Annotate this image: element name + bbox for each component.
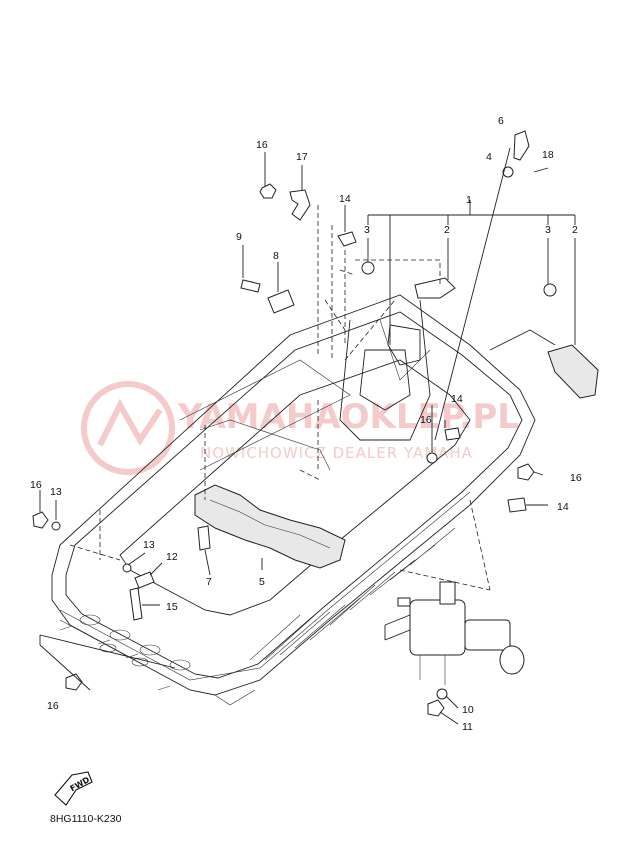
callout-16-left: 16 — [30, 479, 42, 491]
watermark-logo-icon — [81, 381, 175, 475]
callout-16-top: 16 — [256, 139, 268, 151]
callout-13: 13 — [143, 539, 155, 551]
nut-icon — [259, 183, 277, 199]
forward-arrow-icon: FWD — [54, 771, 93, 806]
callout-5: 5 — [259, 576, 265, 588]
frame-body — [51, 294, 536, 706]
steering-unit — [384, 581, 525, 685]
bolt-7-icon — [197, 525, 211, 551]
washer-10-icon — [436, 688, 448, 700]
callout-10: 10 — [462, 704, 474, 716]
callout-13-left: 13 — [50, 486, 62, 498]
diagram-code: 8HG1110-K230 — [50, 813, 122, 825]
nut-16-right-icon — [426, 452, 438, 464]
callout-16-bottom: 16 — [47, 700, 59, 712]
cap-icon — [361, 261, 375, 275]
callout-4: 4 — [486, 151, 492, 163]
bolt-6-icon — [513, 130, 530, 161]
callout-1: 1 — [466, 194, 472, 206]
callout-11: 11 — [462, 721, 473, 733]
callout-17: 17 — [296, 151, 308, 163]
bracket-icon — [267, 289, 295, 314]
bolt-icon — [337, 231, 357, 247]
nut-16-bottom-icon — [65, 673, 83, 691]
callouts: 1 2 2 3 3 4 5 6 7 8 9 10 11 12 13 13 14 … — [30, 115, 582, 733]
callout-14-mid: 14 — [451, 393, 463, 405]
pin-18-icon — [533, 167, 549, 173]
callout-2-right: 2 — [572, 224, 578, 236]
callout-3-right: 3 — [545, 224, 551, 236]
bolt-9-icon — [240, 279, 261, 293]
pad-icon-b — [547, 344, 599, 399]
stud-15-icon — [129, 587, 143, 621]
cap-icon-b — [543, 283, 557, 297]
watermark-logo-mark — [97, 398, 163, 447]
callout-14-top: 14 — [339, 193, 351, 205]
callout-18: 18 — [542, 149, 554, 161]
washer-4-icon — [502, 166, 514, 178]
callout-6: 6 — [498, 115, 504, 127]
hardware — [32, 130, 599, 717]
callout-16-right: 16 — [570, 472, 582, 484]
watermark-subtitle: NOWICHOWICZ DEALER YAMAHA — [200, 444, 473, 462]
nut-16-far-right-icon — [517, 463, 535, 481]
callout-8: 8 — [273, 250, 279, 262]
bolt-12-icon — [134, 571, 155, 589]
callout-9: 9 — [236, 231, 242, 243]
callout-16-mid: 16 — [420, 414, 432, 426]
callout-15: 15 — [166, 601, 178, 613]
clip-icon — [289, 189, 311, 221]
callout-3: 3 — [364, 224, 370, 236]
callout-14-right: 14 — [557, 501, 569, 513]
pad-icon — [414, 277, 456, 299]
callout-12: 12 — [166, 551, 178, 563]
bolt-14-right-icon — [444, 427, 461, 441]
washer-13-icon — [122, 563, 132, 573]
leader-lines — [39, 147, 576, 725]
callout-7: 7 — [206, 576, 212, 588]
bolt-14-far-right-icon — [507, 497, 527, 513]
nut-16-left-icon — [32, 511, 49, 529]
washer-13-left-icon — [51, 521, 61, 531]
callout-2: 2 — [444, 224, 450, 236]
